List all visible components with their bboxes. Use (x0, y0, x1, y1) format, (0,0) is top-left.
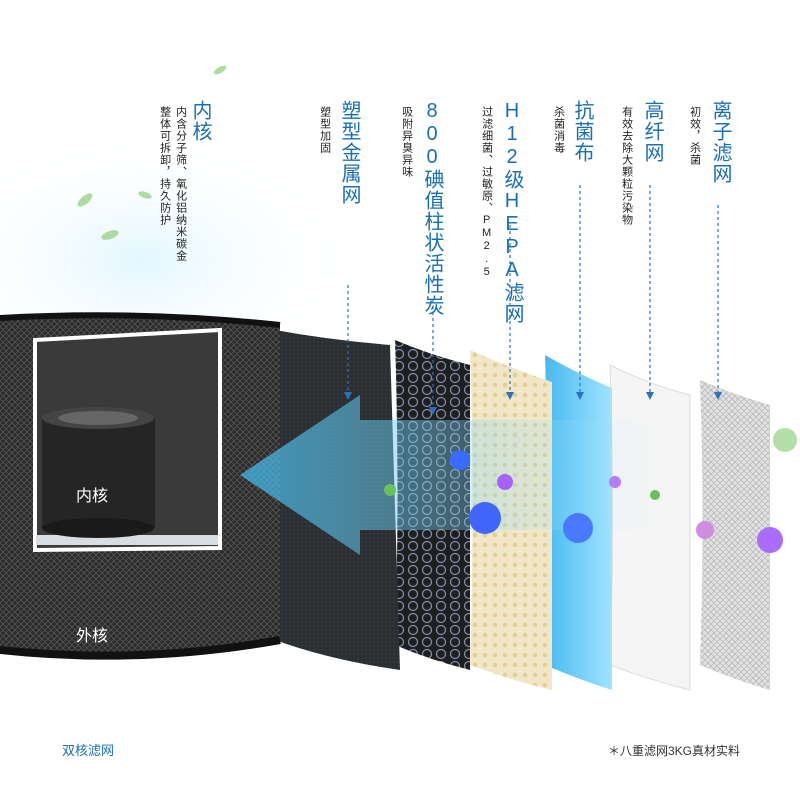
inner-core-title: 内核 (189, 100, 211, 142)
carbon-title: 800碘值柱状活性炭 (421, 100, 443, 316)
inner-core-desc-2: 整体可拆卸，持久防护 (158, 106, 171, 226)
ion-filter-title: 离子滤网 (709, 100, 731, 184)
leaf-icon (77, 65, 227, 240)
metal-mesh-desc: 塑型加固 (318, 106, 331, 154)
leader-arrowheads (344, 392, 722, 415)
metal-mesh-title: 塑型金属网 (338, 100, 360, 205)
airflow-arrow (240, 395, 660, 555)
inner-core-label: 内核 (76, 488, 109, 505)
ion-filter-desc: 初效，杀菌 (688, 106, 701, 166)
high-fiber-title: 高纤网 (641, 100, 663, 163)
antibacterial-desc: 杀菌消毒 (552, 106, 565, 154)
material-note: ＊八重滤网3KG真材实料 (608, 744, 741, 758)
inner-core (42, 407, 155, 538)
dual-core-caption: 双核滤网 (62, 743, 115, 758)
outer-core-label: 外核 (76, 628, 109, 645)
germ-icon (384, 428, 797, 553)
hepa-desc: 过滤细菌、过敏原、PM2.5 (480, 106, 493, 279)
leader-lines (347, 185, 719, 410)
ion-filter-layer (700, 380, 770, 690)
high-fiber-desc: 有效去除大颗粒污染物 (620, 106, 633, 226)
antibacterial-title: 抗菌布 (571, 100, 593, 163)
carbon-desc: 吸附异臭异味 (400, 106, 413, 178)
hepa-title: H12级HEPA滤网 (501, 100, 523, 324)
inner-core-desc-1: 内含分子筛、氧化铝纳米碳金 (174, 106, 187, 262)
